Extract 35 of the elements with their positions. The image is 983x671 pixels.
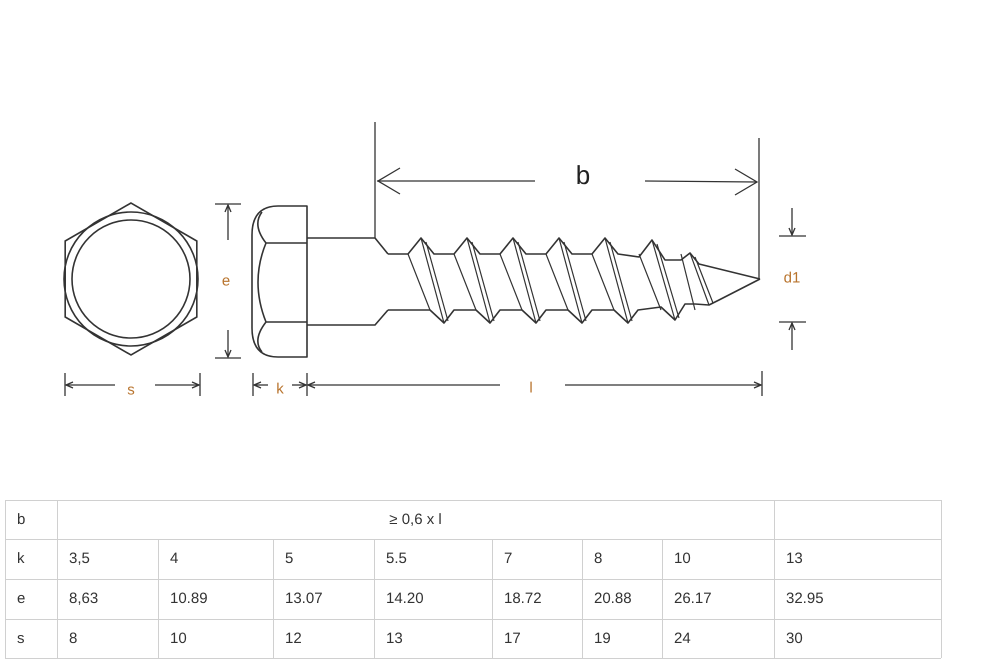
table-value: 13: [386, 631, 403, 646]
table-value: 18.72: [504, 591, 542, 606]
table-value: 4: [170, 551, 178, 566]
table-value: 12: [285, 631, 302, 646]
table-value: 13.07: [285, 591, 323, 606]
table-value: 10.89: [170, 591, 208, 606]
table-value: 13: [786, 551, 803, 566]
table-value: 17: [504, 631, 521, 646]
dimension-label: l: [529, 380, 533, 396]
table-value: ≥ 0,6 x l: [389, 512, 442, 527]
table-value: 32.95: [786, 591, 824, 606]
table-value: 24: [674, 631, 691, 646]
row-header: s: [17, 631, 24, 646]
table-value: 3,5: [69, 551, 90, 566]
table-value: 5.5: [386, 551, 407, 566]
table-value: 5: [285, 551, 294, 566]
table-value: 19: [594, 631, 611, 646]
dimension-label: b: [576, 162, 590, 188]
dimension-label: e: [222, 274, 230, 288]
row-header: e: [17, 591, 26, 606]
table-value: 10: [170, 631, 187, 646]
dimension-label: s: [127, 382, 135, 398]
row-header: k: [17, 551, 24, 566]
table-value: 30: [786, 631, 803, 646]
table-value: 8: [594, 551, 602, 566]
table-value: 26.17: [674, 591, 712, 606]
table-value: 8: [69, 631, 78, 646]
dimension-label: k: [276, 382, 284, 396]
table-value: 20.88: [594, 591, 632, 606]
table-value: 7: [504, 551, 512, 566]
table-value: 14.20: [386, 591, 424, 606]
dimension-label: d1: [784, 270, 800, 286]
table-value: 10: [674, 551, 691, 566]
row-header: b: [17, 512, 26, 527]
table-value: 8,63: [69, 591, 98, 606]
